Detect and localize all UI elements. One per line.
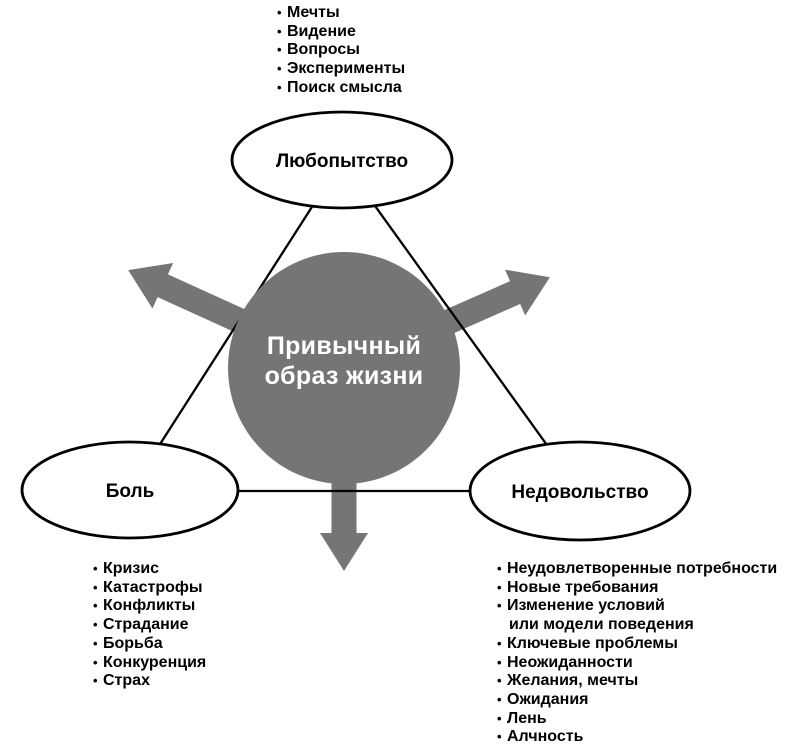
curiosity-label: Любопытство: [276, 151, 408, 172]
bullet-icon: •: [93, 654, 98, 670]
list-item-label: Неожиданности: [507, 653, 633, 671]
bullet-icon: •: [497, 654, 502, 670]
dissatisfaction-label: Недовольство: [511, 482, 648, 503]
list-item-label: Неудовлетворенные потребности: [507, 560, 778, 577]
bullet-icon: •: [93, 635, 98, 651]
list-item-continuation: или модели поведения: [497, 616, 777, 635]
list-item: • Ожидания: [497, 691, 777, 710]
center-circle-label-line1: Привычный: [267, 332, 421, 360]
bullet-icon: •: [497, 673, 502, 689]
list-item: • Неожиданности: [497, 654, 777, 673]
pain-label: Боль: [106, 481, 155, 502]
triangle-edge-right: [341, 159, 581, 492]
curiosity-ellipse: [230, 110, 454, 210]
list-item-label: Страдание: [103, 616, 189, 634]
list-item-label: Конфликты: [103, 597, 196, 615]
dissatisfaction-ellipse: [468, 440, 692, 542]
list-item-label: Катастрофы: [103, 578, 203, 596]
bullet-icon: •: [93, 673, 98, 689]
list-item-label: Новые требования: [507, 578, 659, 596]
list-item: • Изменение условий: [497, 597, 777, 616]
list-item: • Лень: [497, 710, 777, 729]
pain-ellipse: [20, 440, 240, 540]
bullet-icon: •: [497, 710, 502, 726]
list-item-label: или модели поведения: [509, 616, 694, 634]
curiosity-list: • Мечты • Видение • Вопросы • Эксперименты •…: [277, 4, 405, 98]
list-item-label: Кризис: [103, 560, 160, 577]
bullet-icon: •: [277, 61, 282, 77]
bullet-icon: •: [93, 598, 98, 614]
list-item: • Ключевые проблемы: [497, 635, 777, 654]
list-item: • Мечты: [277, 4, 405, 23]
list-item: • Конкуренция: [93, 654, 206, 673]
bullet-icon: •: [277, 23, 282, 39]
bullet-icon: •: [93, 579, 98, 595]
list-item: • Эксперименты: [277, 60, 405, 79]
list-item-label: Эксперименты: [287, 60, 406, 78]
list-item: • Страдание: [93, 616, 206, 635]
list-item: • Поиск смысла: [277, 79, 405, 98]
bullet-icon: •: [497, 729, 502, 745]
bullet-icon: •: [497, 598, 502, 614]
bullet-icon: •: [93, 561, 98, 576]
list-item: • Борьба: [93, 635, 206, 654]
list-item: • Видение: [277, 23, 405, 42]
bullet-icon: •: [497, 579, 502, 595]
list-item: • Новые требования: [497, 579, 777, 598]
bullet-icon: •: [497, 561, 502, 576]
bullet-icon: •: [277, 5, 282, 20]
bullet-icon: •: [277, 79, 282, 95]
list-item-label: Алчность: [507, 728, 584, 746]
bullet-icon: •: [497, 635, 502, 651]
list-item: • Вопросы: [277, 41, 405, 60]
center-circle-label-line2: образ жизни: [265, 362, 424, 390]
list-item: • Конфликты: [93, 597, 206, 616]
triangle-edge-left: [129, 159, 343, 492]
bullet-icon: •: [93, 617, 98, 633]
list-item-label: Желания, мечты: [507, 672, 639, 690]
list-item: • Кризис: [93, 560, 206, 579]
list-item-label: Ожидания: [507, 690, 589, 708]
list-item-label: Вопросы: [287, 41, 360, 59]
list-item-label: Видение: [287, 22, 356, 40]
list-item-label: Мечты: [287, 4, 340, 21]
list-item: • Желания, мечты: [497, 672, 777, 691]
list-item-label: Борьба: [103, 634, 163, 652]
list-item-label: Ключевые проблемы: [507, 634, 678, 652]
list-item: • Алчность: [497, 728, 777, 747]
dissatisfaction-list: • Неудовлетворенные потребности • Новые тр…: [497, 560, 777, 747]
bullet-icon: •: [277, 42, 282, 58]
list-item-label: Лень: [507, 709, 547, 727]
list-item: • Страх: [93, 672, 206, 691]
bullet-icon: •: [497, 691, 502, 707]
list-item-label: Поиск смысла: [287, 78, 402, 96]
list-item-label: Конкуренция: [103, 653, 207, 671]
center-circle: [228, 252, 460, 484]
list-item-label: Страх: [103, 672, 150, 690]
list-item-label: Изменение условий: [507, 597, 665, 615]
list-item: • Неудовлетворенные потребности: [497, 560, 777, 579]
list-item: • Катастрофы: [93, 579, 206, 598]
pain-list: • Кризис • Катастрофы • Конфликты • Страдани…: [93, 560, 206, 691]
